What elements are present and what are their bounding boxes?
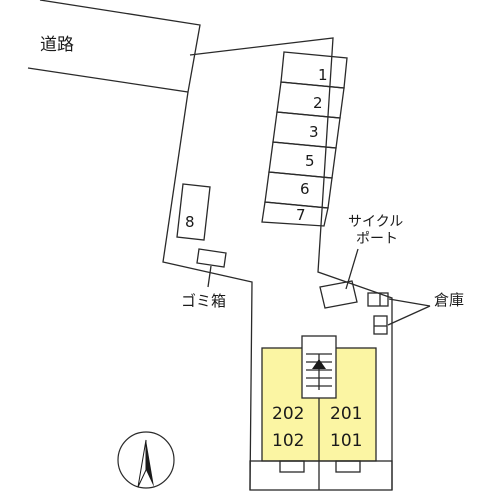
parking-space-7 xyxy=(261,201,329,227)
unit-label-102: 102 xyxy=(272,431,304,451)
apartment-building: 202 102 201 101 xyxy=(249,335,393,491)
site-boundary-left xyxy=(162,91,253,491)
parking-block: 1 2 3 5 6 7 xyxy=(261,51,348,227)
site-boundary-right xyxy=(189,37,393,490)
storage-leader-line-1 xyxy=(388,298,431,307)
parking-number-7: 7 xyxy=(296,206,306,224)
cycle-port xyxy=(319,280,358,309)
storage-leader-line-2 xyxy=(387,305,431,326)
stairs-icon xyxy=(312,359,326,369)
unit-label-101: 101 xyxy=(330,431,362,451)
garbage-box xyxy=(196,248,227,268)
cycle-port-label-line2: ポート xyxy=(356,231,398,247)
parking-number-3: 3 xyxy=(309,123,319,141)
unit-label-201: 201 xyxy=(330,404,362,424)
garbage-label: ゴミ箱 xyxy=(181,292,226,310)
parking-number-2: 2 xyxy=(313,94,323,112)
cycle-port-leader-line xyxy=(345,248,359,290)
garbage-leader-line xyxy=(207,265,212,288)
parking-number-6: 6 xyxy=(300,180,310,198)
storage-label: 倉庫 xyxy=(434,291,464,309)
unit-label-202: 202 xyxy=(272,404,304,424)
entrance-strip xyxy=(249,460,393,491)
entrance-step-right xyxy=(335,460,361,473)
road-label: 道路 xyxy=(40,35,74,55)
parking-number-1: 1 xyxy=(318,66,328,84)
road-area xyxy=(27,0,201,93)
entrance-step-left xyxy=(279,460,305,473)
storage-box-1 xyxy=(367,292,389,307)
parking-space-8 xyxy=(176,183,211,241)
parking-number-5: 5 xyxy=(305,152,315,170)
parking-number-8: 8 xyxy=(185,213,195,231)
cycle-port-label-line1: サイクル xyxy=(348,214,403,230)
storage-box-2 xyxy=(373,315,388,335)
north-arrow-icon xyxy=(117,431,175,489)
